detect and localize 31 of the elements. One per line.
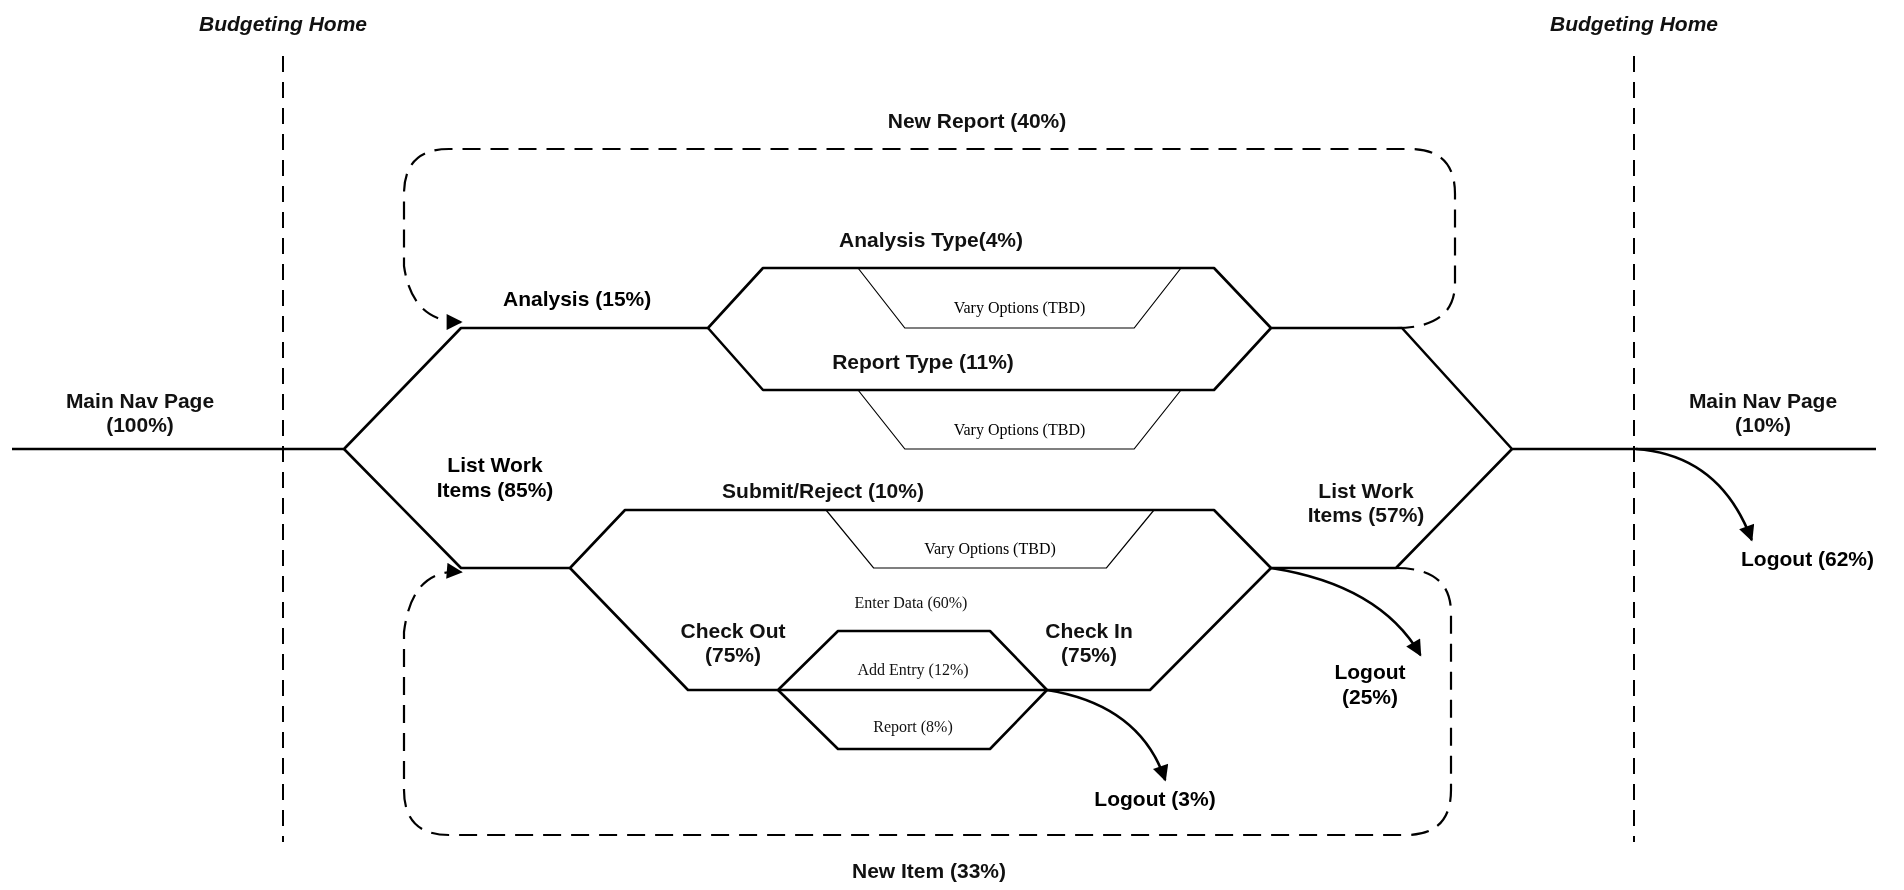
option-trapezoid xyxy=(858,390,1181,449)
page-label: Main Nav Page (10%) xyxy=(1687,389,1839,437)
option-label: Add Entry (12%) xyxy=(857,661,969,679)
dashed-return-arrow xyxy=(402,563,1453,837)
option-label: Vary Options (TBD) xyxy=(923,539,1057,559)
exit-arrow xyxy=(1046,688,1168,782)
exit-arrow xyxy=(1270,566,1422,657)
step-label: List Work Items (85%) xyxy=(435,452,555,503)
flow-label: New Report (40%) xyxy=(887,109,1067,133)
section-heading: Budgeting Home xyxy=(199,12,367,36)
option-label: Report (8%) xyxy=(873,718,953,736)
exit-arrow xyxy=(1635,447,1754,542)
flow-label: New Item (33%) xyxy=(852,859,1006,883)
option-label: Vary Options (TBD) xyxy=(952,298,1087,318)
step-label: Analysis (15%) xyxy=(503,286,653,312)
page-label: Main Nav Page (100%) xyxy=(64,389,216,437)
step-label: Logout (25%) xyxy=(1333,659,1407,710)
dashed-return-arrow xyxy=(402,147,1457,330)
step-label: Logout (62%) xyxy=(1740,546,1875,572)
option-label: Vary Options (TBD) xyxy=(952,420,1087,440)
option-trapezoid xyxy=(858,268,1181,328)
option-label: Enter Data (60%) xyxy=(854,594,968,612)
step-label: Logout (3%) xyxy=(1093,786,1217,812)
option-trapezoid xyxy=(826,510,1154,568)
flow-label: Analysis Type(4%) xyxy=(839,228,1023,252)
section-heading: Budgeting Home xyxy=(1550,12,1718,36)
page-label: List Work Items (57%) xyxy=(1306,479,1426,527)
step-label: Check In (75%) xyxy=(1044,619,1134,667)
step-label: Check Out (75%) xyxy=(679,619,787,667)
flow-label: Report Type (11%) xyxy=(832,350,1014,374)
flow-label: Submit/Reject (10%) xyxy=(722,479,924,503)
